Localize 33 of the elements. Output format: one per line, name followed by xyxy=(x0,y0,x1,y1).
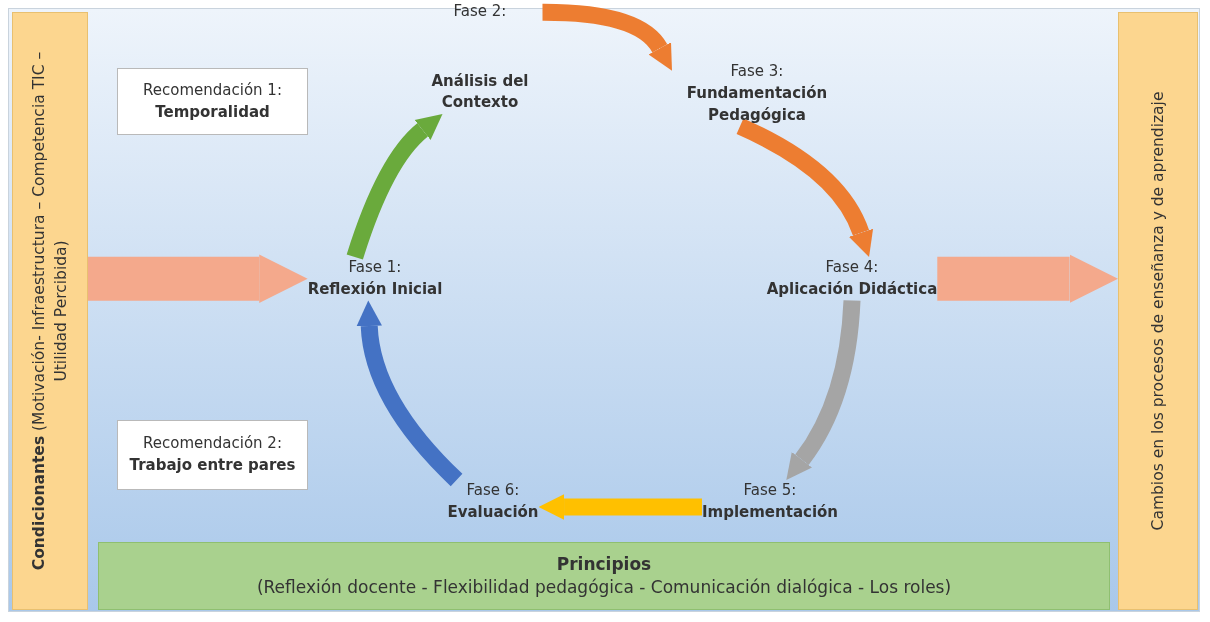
phase-title: Fundamentación Pedagógica xyxy=(685,82,829,126)
side-band xyxy=(1118,12,1198,610)
arrow xyxy=(736,118,873,257)
phase-heading: Fase 3: xyxy=(730,61,784,82)
phase-title: Análisis del Contexto xyxy=(430,70,530,114)
arrow xyxy=(538,494,702,520)
band-heading: Principios xyxy=(556,553,652,576)
principles-band xyxy=(98,542,1110,610)
recommendation-box xyxy=(117,420,308,490)
arrow xyxy=(937,254,1118,303)
phase-heading: Fase 5: xyxy=(743,480,797,501)
arrow xyxy=(88,254,308,303)
side-label: Cambios en los procesos de enseñanza y de aprendizaje xyxy=(1147,90,1168,533)
arrow xyxy=(542,3,674,70)
phase-heading: Fase 1: xyxy=(348,257,402,278)
phase-title: Aplicación Didáctica xyxy=(766,278,938,300)
phase-title: Temporalidad xyxy=(155,101,270,123)
arrow xyxy=(346,113,442,260)
phase-heading: Fase 2: xyxy=(453,1,507,22)
arrow xyxy=(786,300,861,481)
side-label: Condicionantes (Motivación- Infraestructura – Competencia TIC – Utilidad Percibida) xyxy=(28,50,71,573)
phase-heading: Recomendación 2: xyxy=(143,433,282,455)
phase-title: Reflexión Inicial xyxy=(307,278,443,300)
arrow xyxy=(356,300,463,487)
phase-title: Implementación xyxy=(701,501,839,523)
phase-heading: Fase 6: xyxy=(466,480,520,501)
phase-title: Trabajo entre pares xyxy=(129,455,296,476)
phase-heading: Fase 4: xyxy=(825,257,879,278)
phase-heading: Recomendación 1: xyxy=(143,79,282,101)
phase-title: Evaluación xyxy=(447,501,539,523)
principles-text: (Reflexión docente - Flexibilidad pedagógica - Comunicación dialógica - Los roles) xyxy=(256,576,952,599)
side-band xyxy=(12,12,88,610)
recommendation-box xyxy=(117,68,308,135)
